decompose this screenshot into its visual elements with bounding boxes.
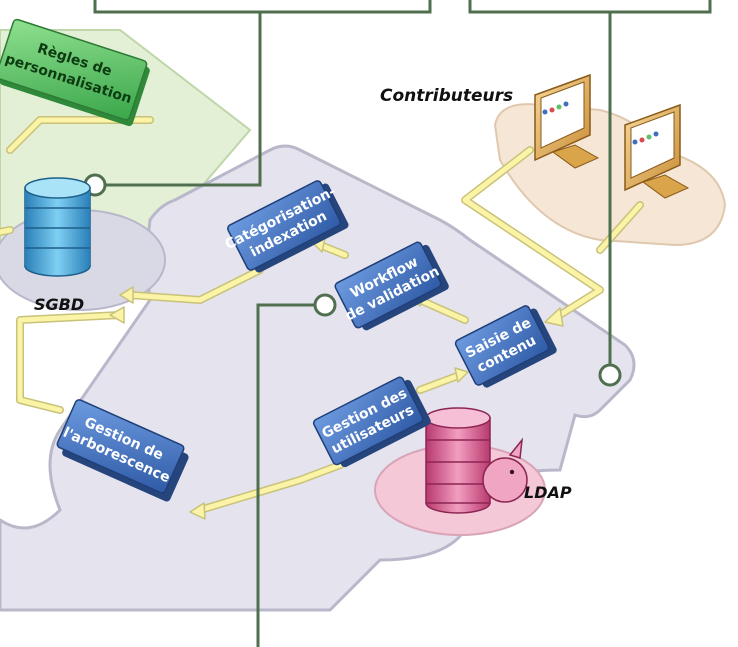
callout-dot-platform (598, 363, 622, 387)
saisie-contenu-box: Saisie de contenu (454, 305, 557, 388)
gestion-utilisateurs-box: Gestion des utilisateurs (312, 376, 431, 468)
sgbd-database-icon (24, 177, 91, 277)
user-head-icon (482, 437, 528, 503)
ldap-label: LDAP (524, 483, 572, 502)
regles-personnalisation-box: Règles de personnalisation (0, 18, 150, 127)
sgbd-label: SGBD (34, 295, 84, 314)
categorisation-indexation-box: Catégorisation- indexation (223, 180, 349, 273)
callout-dot-workflow (313, 293, 337, 317)
ldap-database-icon (425, 407, 491, 514)
monitor-icon (624, 103, 690, 199)
monitor-icon (534, 73, 600, 169)
callout-lines (93, 0, 712, 647)
callout-dots (83, 173, 622, 387)
flow-arrows (0, 116, 644, 520)
contributeurs-label: Contributeurs (380, 86, 513, 106)
